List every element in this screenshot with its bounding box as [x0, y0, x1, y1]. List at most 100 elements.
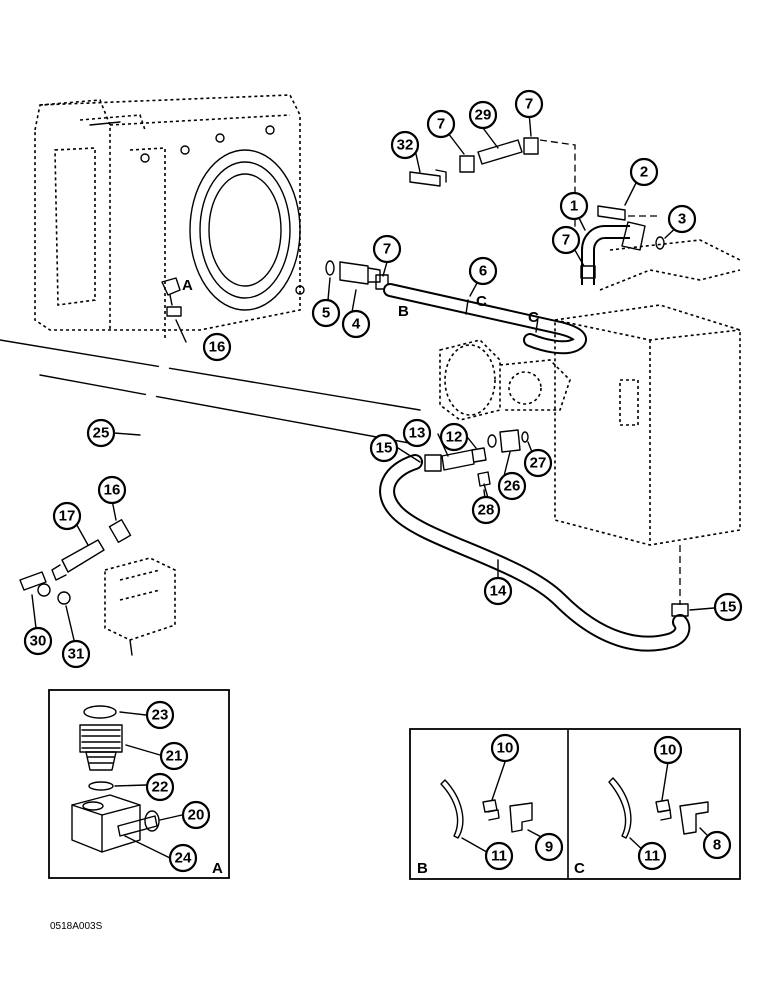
- svg-text:11: 11: [491, 848, 507, 865]
- frame-rail: [0, 339, 421, 446]
- svg-text:26: 26: [504, 478, 521, 495]
- callout-17: 17: [52, 501, 82, 531]
- svg-text:28: 28: [478, 502, 495, 519]
- callout-9: 9: [534, 832, 564, 862]
- svg-text:23: 23: [152, 707, 169, 724]
- svg-text:3: 3: [678, 211, 686, 228]
- fittings-lower-left: [19, 519, 132, 605]
- svg-text:7: 7: [525, 96, 533, 113]
- hose-14: [379, 454, 691, 652]
- adapter-4-5: [325, 260, 389, 290]
- svg-text:7: 7: [437, 116, 445, 133]
- svg-text:6: 6: [479, 263, 487, 280]
- pipe-6: [383, 283, 587, 355]
- callout-10-b: 10: [490, 733, 520, 763]
- callout-2: 2: [629, 157, 659, 187]
- callout-31: 31: [61, 639, 91, 669]
- detail-a-box: [48, 689, 230, 879]
- callout-11-b: 11: [484, 841, 514, 871]
- svg-text:14: 14: [490, 583, 507, 600]
- letter-a-detail: A: [212, 860, 223, 877]
- svg-text:5: 5: [322, 305, 330, 322]
- leader-lines: [31, 111, 715, 641]
- callout-22: 22: [145, 772, 175, 802]
- svg-text:30: 30: [30, 633, 47, 650]
- detail-bc-box: [409, 728, 741, 880]
- callout-15-left: 15: [369, 433, 399, 463]
- letter-b-pipe: B: [398, 303, 409, 320]
- svg-text:7: 7: [383, 241, 391, 258]
- callout-29: 29: [468, 100, 498, 130]
- svg-text:27: 27: [530, 455, 547, 472]
- callout-6: 6: [468, 256, 498, 286]
- callout-32: 32: [390, 130, 420, 160]
- svg-text:31: 31: [68, 646, 85, 663]
- letter-c-pipe-2: C: [528, 309, 539, 326]
- callout-7-top-left: 7: [426, 109, 456, 139]
- callout-25: 25: [86, 418, 116, 448]
- svg-text:24: 24: [175, 850, 192, 867]
- svg-text:20: 20: [188, 807, 205, 824]
- svg-text:9: 9: [545, 839, 553, 856]
- callout-26: 26: [497, 471, 527, 501]
- callout-23: 23: [145, 700, 175, 730]
- drawing-code: 0518A003S: [50, 921, 103, 932]
- callout-24: 24: [168, 843, 198, 873]
- letter-c-detail: C: [574, 860, 585, 877]
- hose-25: [120, 344, 173, 528]
- letter-a-cooler: A: [182, 277, 193, 294]
- svg-text:16: 16: [209, 339, 226, 356]
- callout-21: 21: [159, 741, 189, 771]
- svg-text:17: 17: [59, 508, 76, 525]
- callout-15-right: 15: [713, 592, 743, 622]
- elbow-1: [580, 205, 665, 285]
- callout-27: 27: [523, 448, 553, 478]
- upper-parts: [409, 137, 576, 235]
- fittings-pump: [424, 429, 529, 499]
- svg-text:13: 13: [409, 425, 426, 442]
- callout-7-top-right: 7: [514, 89, 544, 119]
- callout-7-mid: 7: [372, 234, 402, 264]
- callout-12: 12: [439, 422, 469, 452]
- callout-4: 4: [341, 309, 371, 339]
- callout-1: 1: [559, 191, 589, 221]
- callout-30: 30: [23, 626, 53, 656]
- callout-28: 28: [471, 495, 501, 525]
- callout-16-bottom: 16: [97, 475, 127, 505]
- svg-text:32: 32: [397, 137, 414, 154]
- callout-16-top: 16: [202, 332, 232, 362]
- svg-text:22: 22: [152, 779, 169, 796]
- callout-20: 20: [181, 800, 211, 830]
- pump: [439, 339, 571, 421]
- svg-text:21: 21: [166, 748, 183, 765]
- svg-text:12: 12: [446, 429, 463, 446]
- letter-c-pipe-1: C: [476, 293, 487, 310]
- callout-7-elbow: 7: [551, 225, 581, 255]
- svg-text:15: 15: [376, 440, 393, 457]
- callout-8: 8: [702, 830, 732, 860]
- callout-3: 3: [667, 204, 697, 234]
- callout-14: 14: [483, 576, 513, 606]
- svg-text:25: 25: [93, 425, 110, 442]
- control-valve: [104, 557, 176, 656]
- callout-10-c: 10: [653, 735, 683, 765]
- callout-13: 13: [402, 418, 432, 448]
- svg-text:10: 10: [497, 740, 514, 757]
- svg-text:15: 15: [720, 599, 737, 616]
- hydraulic-tank: [554, 239, 741, 605]
- svg-text:2: 2: [640, 164, 648, 181]
- svg-text:10: 10: [660, 742, 677, 759]
- svg-text:29: 29: [475, 107, 492, 124]
- svg-text:16: 16: [104, 482, 121, 499]
- svg-text:8: 8: [713, 837, 721, 854]
- svg-text:1: 1: [570, 198, 578, 215]
- svg-text:11: 11: [644, 848, 660, 865]
- oil-cooler: [34, 94, 305, 340]
- callout-11-c: 11: [637, 841, 667, 871]
- svg-text:7: 7: [562, 232, 570, 249]
- svg-text:4: 4: [352, 316, 361, 333]
- letter-b-detail: B: [417, 860, 428, 877]
- callout-5: 5: [311, 298, 341, 328]
- elbow-fitting-a: [161, 277, 182, 317]
